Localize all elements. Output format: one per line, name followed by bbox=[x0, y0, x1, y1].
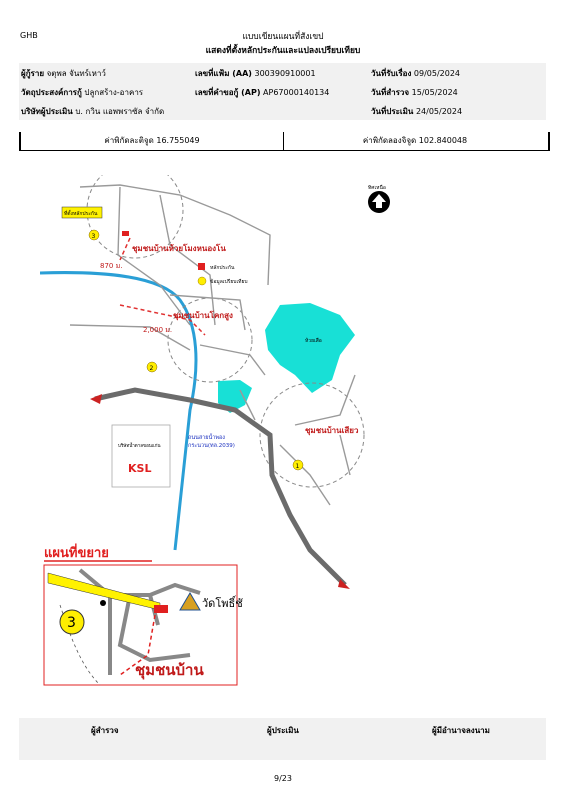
radius-circle-3 bbox=[259, 382, 365, 488]
minor-roads bbox=[69, 184, 356, 506]
file-value: 300390910001 bbox=[254, 69, 316, 78]
temple-icon bbox=[179, 592, 201, 611]
longitude: ค่าพิกัดลองจิจูด 102.840048 bbox=[362, 136, 468, 145]
river bbox=[40, 271, 198, 551]
factory-block bbox=[111, 424, 171, 488]
community-label-3: ชุมชนบ้านเสียว bbox=[305, 425, 359, 436]
north-arrow-glyph bbox=[372, 194, 386, 208]
request-value: AP67000140134 bbox=[263, 88, 330, 97]
survey-value: 15/05/2024 bbox=[411, 88, 458, 97]
info-row-3: บริษัทผู้ประเมิน บ. กวิน แอพพราซัล จำกัด… bbox=[19, 101, 546, 119]
received-label: วันที่รับเรื่อง bbox=[371, 69, 412, 78]
bank-code: GHB bbox=[20, 31, 38, 40]
distance-870: 870 ม. bbox=[100, 262, 122, 270]
zoom-marker-3-num: 3 bbox=[67, 615, 76, 631]
zoom-dot bbox=[100, 600, 106, 606]
highway bbox=[94, 387, 347, 587]
legend-collateral-label: หลักประกัน bbox=[210, 265, 235, 271]
compare-marker-1 bbox=[292, 459, 304, 471]
signer-appraiser: ผู้ประเมิน bbox=[267, 726, 299, 735]
road-label-1: ถนนสายน้ำพอง bbox=[188, 433, 225, 441]
info-row-2: วัตถุประสงค์การกู้ ปลูกสร้าง-อาคาร เลขที… bbox=[19, 82, 546, 100]
north-label: ทิศเหนือ bbox=[368, 184, 386, 191]
lake-small bbox=[218, 380, 252, 413]
title-line-1: แบบเขียนแผนที่สังเขป bbox=[242, 32, 324, 42]
zoom-marker-3 bbox=[59, 609, 85, 635]
compare-marker-2-num: 2 bbox=[150, 365, 154, 372]
request-label: เลขที่คำขอกู้ (AP) bbox=[195, 88, 261, 97]
appraise-value: 24/05/2024 bbox=[415, 107, 463, 116]
factory-logo: KSL bbox=[128, 462, 151, 475]
collateral-marker bbox=[122, 231, 129, 236]
page-number: 9/23 bbox=[274, 774, 292, 783]
legend-compare-swatch bbox=[197, 276, 207, 286]
survey-label: วันที่สำรวจ bbox=[371, 88, 410, 97]
zoom-roads bbox=[78, 568, 201, 675]
title-line-2: แสดงที่ตั้งหลักประกันและแปลงเปรียบเทียบ bbox=[205, 46, 361, 56]
file-label: เลขที่แฟ้ม (AA) bbox=[195, 69, 252, 78]
arrow-west bbox=[90, 394, 102, 404]
received-value: 09/05/2024 bbox=[413, 69, 461, 78]
appraise-label: วันที่ประเมิน bbox=[371, 107, 414, 116]
signer-surveyor: ผู้สำรวจ bbox=[91, 726, 119, 735]
community-label-1: ชุมชนบ้านห้วยโมงหนองโน bbox=[132, 243, 226, 254]
legend-collateral-swatch bbox=[198, 263, 205, 270]
company-label: บริษัทผู้ประเมิน bbox=[21, 107, 73, 116]
info-row-1: ผู้กู้ราย จตุพล จันทร์เหาว์ เลขที่แฟ้ม (… bbox=[19, 63, 546, 81]
purpose-value: ปลูกสร้าง-อาคาร bbox=[84, 88, 144, 97]
zoom-route bbox=[119, 614, 156, 676]
owner-label: ผู้กู้ราย bbox=[21, 69, 45, 78]
signature-row: ผู้สำรวจ ผู้ประเมิน ผู้มีอำนาจลงนาม bbox=[19, 718, 546, 760]
owner-value: จตุพล จันทร์เหาว์ bbox=[46, 69, 106, 78]
community-label-2: ชุมชนบ้านโคกสูง bbox=[173, 310, 233, 321]
purpose-label: วัตถุประสงค์การกู้ bbox=[21, 88, 82, 97]
lake-large bbox=[265, 303, 355, 393]
coords-divider bbox=[283, 132, 284, 150]
road-label-2: กระนวน(ทล.2039) bbox=[188, 443, 235, 449]
compare-marker-2 bbox=[146, 361, 158, 373]
document-title: แบบเขียนแผนที่สังเขป แสดงที่ตั้งหลักประก… bbox=[0, 30, 566, 58]
zoom-temple-label: วัดโพธิ์ชั bbox=[202, 595, 243, 610]
location-map: ชุมชนบ้านห้วยโมงหนองโน ชุมชนบ้านโคกสูง ช… bbox=[40, 175, 390, 686]
legend-compare-label: ข้อมูลเปรียบเทียบ bbox=[210, 278, 248, 285]
arrow-east bbox=[338, 579, 350, 589]
compare-marker-3 bbox=[88, 229, 100, 241]
compare-marker-1-num: 1 bbox=[296, 463, 300, 470]
zoom-title: แผนที่ขยาย bbox=[44, 543, 109, 561]
factory-name: บริษัทน้ำตาลขอนแก่น bbox=[118, 442, 161, 449]
latitude: ค่าพิกัดละติจูด 16.755049 bbox=[104, 136, 200, 145]
coordinates-bar: ค่าพิกัดละติจูด 16.755049 ค่าพิกัดลองจิจ… bbox=[19, 132, 550, 151]
compare-marker-3-num: 3 bbox=[92, 233, 96, 240]
company-value: บ. กวิน แอพพราซัล จำกัด bbox=[75, 107, 165, 116]
zoom-collateral bbox=[154, 605, 168, 613]
asset-tag-label: ที่ตั้งหลักประกัน bbox=[64, 208, 98, 217]
distance-2000: 2,000 ม. bbox=[143, 326, 172, 334]
asset-tag-box bbox=[61, 206, 103, 219]
signer-authorized: ผู้มีอำนาจลงนาม bbox=[432, 726, 490, 735]
zoom-community-label: ชุมชนบ้าน bbox=[135, 661, 204, 680]
lake-label: ห้วยเสือ bbox=[305, 337, 322, 344]
route-2000m bbox=[119, 304, 206, 336]
loan-info-box: ผู้กู้ราย จตุพล จันทร์เหาว์ เลขที่แฟ้ม (… bbox=[19, 63, 546, 120]
